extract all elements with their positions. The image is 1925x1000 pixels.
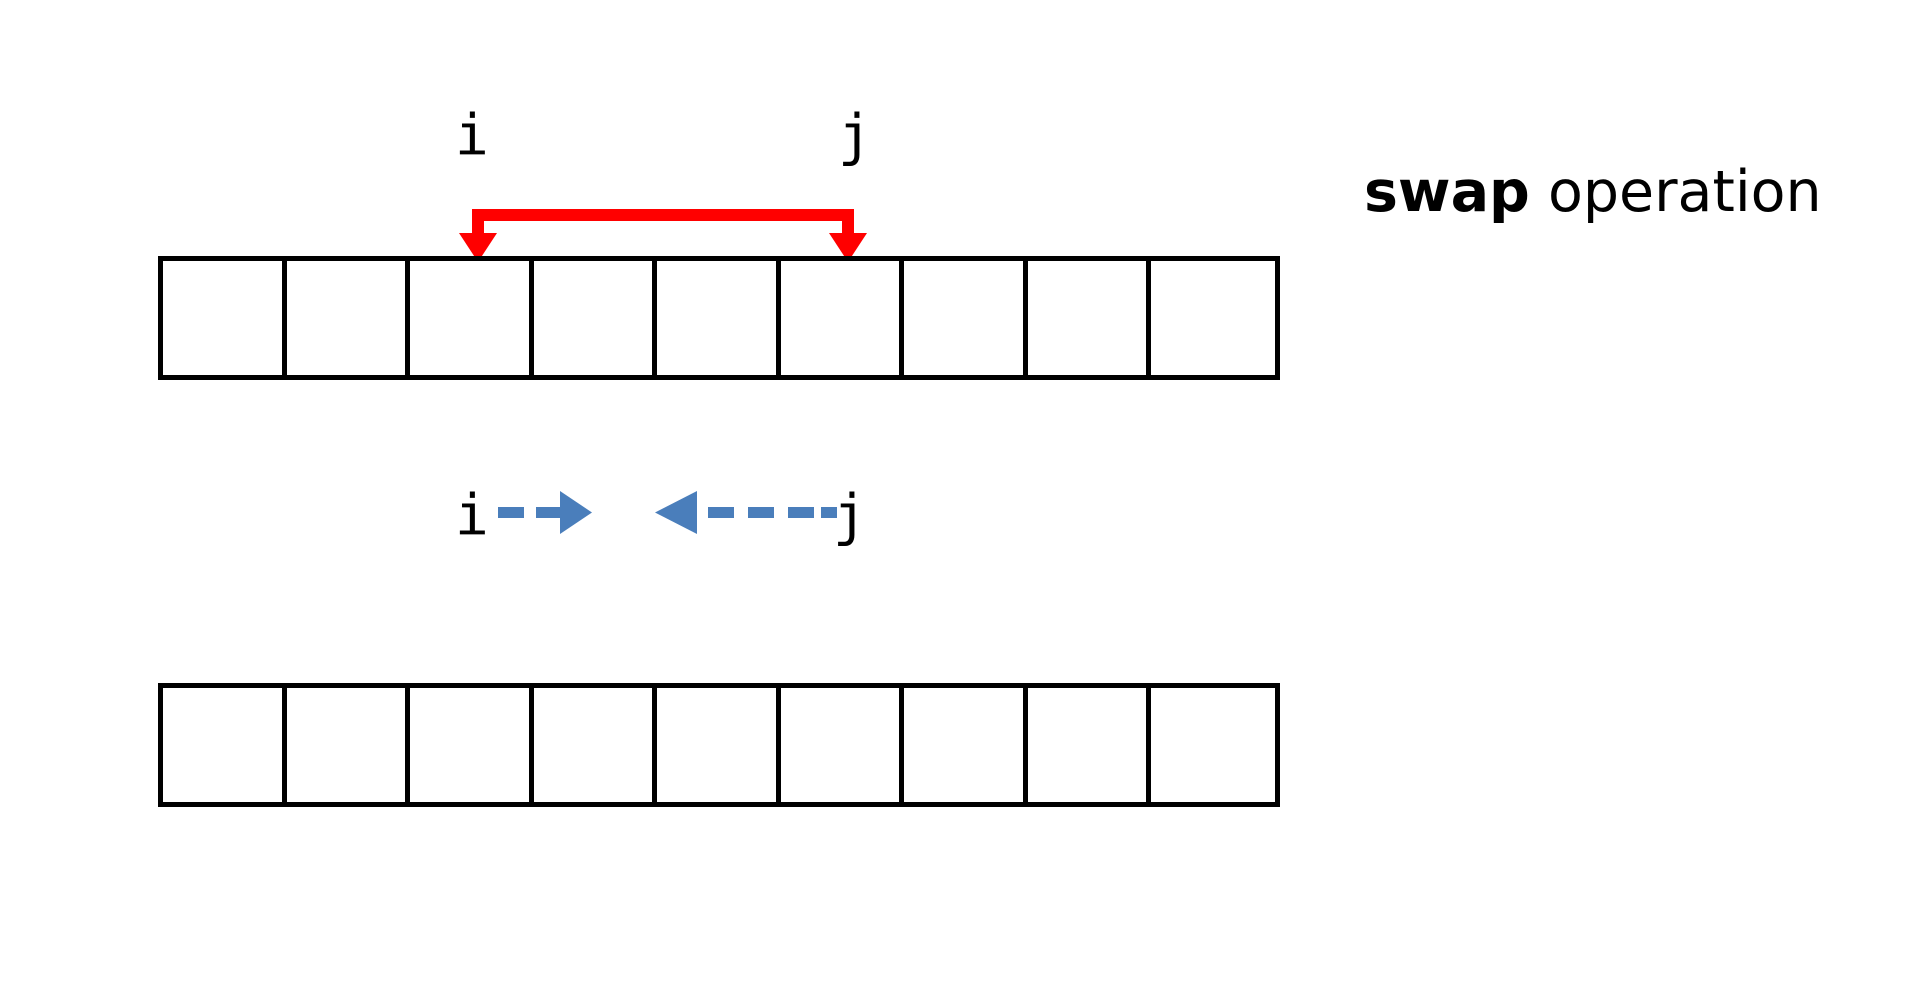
array-cell[interactable] (534, 688, 658, 802)
dash-segment (788, 507, 814, 518)
pointer-label-i-top: i (455, 103, 489, 168)
caption-rest: operation (1547, 159, 1822, 225)
array-cell[interactable] (534, 261, 658, 375)
array-cell[interactable] (163, 261, 287, 375)
dash-segment (708, 507, 734, 518)
arrow-i-right-blue (498, 491, 592, 534)
pointer-label-j-bottom: j (833, 483, 867, 548)
dash-segment (748, 507, 774, 518)
pointer-label-j-top: j (838, 103, 872, 168)
arrowhead-left (655, 491, 697, 534)
dash-segment (536, 507, 562, 518)
array-grid-top (158, 256, 1280, 380)
array-cell[interactable] (1151, 261, 1275, 375)
swap-bracket-left-stem (472, 209, 484, 237)
array-cell[interactable] (904, 688, 1028, 802)
array-cell[interactable] (904, 261, 1028, 375)
array-cell[interactable] (781, 688, 905, 802)
array-cell[interactable] (1028, 688, 1152, 802)
array-cell[interactable] (1151, 688, 1275, 802)
dash-segment (498, 507, 524, 518)
arrow-j-left-blue (655, 491, 837, 534)
caption-keyword: swap (1364, 159, 1530, 225)
swap-bracket-red (459, 209, 867, 262)
array-cell[interactable] (781, 261, 905, 375)
array-cell[interactable] (287, 688, 411, 802)
array-grid-bottom (158, 683, 1280, 807)
array-cell[interactable] (1028, 261, 1152, 375)
caption-space (1530, 159, 1548, 225)
swap-bracket-right-stem (842, 209, 854, 237)
array-cell[interactable] (287, 261, 411, 375)
pointer-label-i-bottom: i (455, 483, 489, 548)
array-cell[interactable] (657, 261, 781, 375)
array-cell[interactable] (163, 688, 287, 802)
caption-swap-operation: swap operation (1364, 162, 1822, 223)
array-cell[interactable] (657, 688, 781, 802)
array-cell[interactable] (410, 261, 534, 375)
arrowhead-right (560, 491, 592, 534)
swap-bracket-bar (472, 209, 854, 221)
array-cell[interactable] (410, 688, 534, 802)
